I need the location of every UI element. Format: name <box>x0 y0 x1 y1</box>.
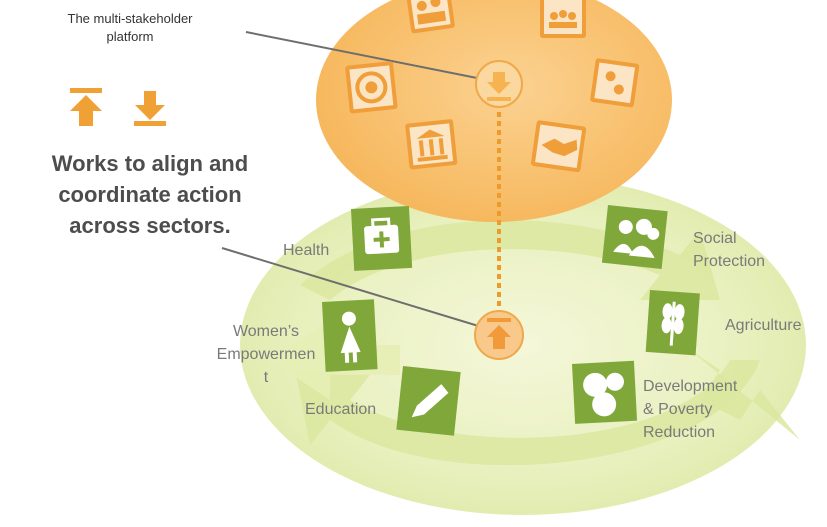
cycle-arrow-bottom <box>295 360 760 466</box>
sector-label-development: Development & Poverty Reduction <box>643 378 738 441</box>
sector-label-social-protection: Social Protection <box>693 230 766 270</box>
sector-label-education: Education <box>305 401 377 418</box>
sector-label-agriculture: Agriculture <box>725 317 802 334</box>
download-arrow-icon <box>134 91 166 126</box>
sector-label-womens-empowerment: Women’s Empowermen t <box>216 323 316 386</box>
pencil-icon <box>396 366 461 436</box>
platform-caption: The multi-stakeholder platform <box>67 11 193 44</box>
caption-pointer-line <box>245 31 488 81</box>
bank-building-icon <box>405 119 458 170</box>
handshake-icon <box>530 120 587 173</box>
sector-upload-icon <box>474 310 524 360</box>
people-icon <box>601 205 668 269</box>
platform-ellipse <box>316 0 672 222</box>
coins-icon <box>590 58 640 108</box>
upload-arrow-icon <box>70 88 102 126</box>
first-aid-kit-icon <box>351 205 413 271</box>
headline-pointer-line <box>221 247 486 329</box>
un-emblem-icon <box>345 61 398 114</box>
circles-icon <box>572 360 638 424</box>
sector-label-health: Health <box>283 242 330 259</box>
meeting-icon <box>540 0 586 38</box>
people-group-icon <box>406 0 455 34</box>
platform-download-icon <box>475 60 523 108</box>
cycle-arrow-right <box>690 350 800 440</box>
headline: Works to align and coordinate action acr… <box>51 151 249 238</box>
woman-icon <box>322 299 378 372</box>
wheat-icon <box>645 290 700 356</box>
